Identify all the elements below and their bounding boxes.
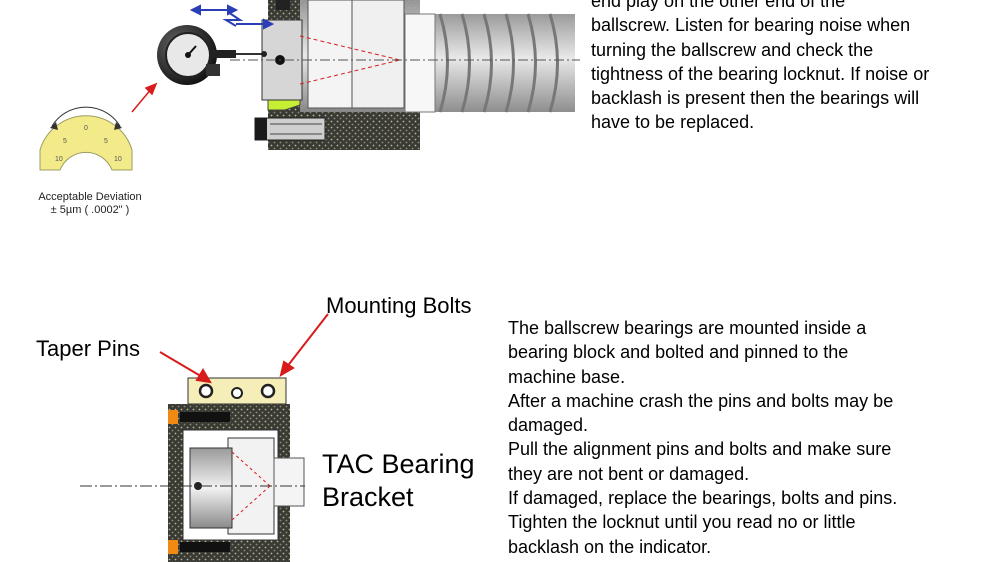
tick-10-left: 10 bbox=[55, 156, 63, 163]
arrow-taper-pins bbox=[159, 351, 212, 384]
bottom-line-2: bearing block and bolted and pinned to t… bbox=[508, 342, 849, 363]
top-line-5: backlash is present then the bearings wi… bbox=[591, 88, 920, 109]
top-line-3: turning the ballscrew and check the bbox=[591, 39, 874, 60]
tick-5-right: 5 bbox=[104, 138, 108, 145]
arrow-mounting-bolts bbox=[279, 313, 329, 378]
label-mounting-bolts: Mounting Bolts bbox=[326, 293, 472, 318]
bottom-line-4: After a machine crash the pins and bolts… bbox=[508, 390, 894, 411]
bottom-bracket-assembly bbox=[80, 377, 305, 562]
orange-bolt-bottom bbox=[168, 540, 178, 554]
top-bearing-assembly bbox=[230, 0, 580, 150]
bottom-line-7: they are not bent or damaged. bbox=[508, 463, 750, 484]
taper-pin-2 bbox=[231, 387, 243, 399]
bottom-description: The ballscrew bearings are mounted insid… bbox=[508, 316, 897, 559]
top-bearing-race bbox=[307, 0, 359, 109]
bottom-line-1: The ballscrew bearings are mounted insid… bbox=[508, 318, 867, 338]
gauge-caption: Acceptable Deviation ± 5µm ( .0002" ) bbox=[22, 191, 158, 217]
label-tac-bracket: TAC Bearing Bracket bbox=[322, 448, 475, 514]
bottom-line-6: Pull the alignment pins and bolts and ma… bbox=[508, 439, 892, 460]
label-tac-line2: Bracket bbox=[322, 482, 414, 512]
bottom-line-5: damaged. bbox=[508, 415, 589, 436]
bottom-line-10: backlash on the indicator. bbox=[508, 536, 712, 557]
mounting-bolt-head bbox=[260, 383, 276, 399]
top-line-2: ballscrew. Listen for bearing noise when bbox=[591, 15, 911, 36]
top-line-6: have to be replaced. bbox=[591, 112, 755, 133]
gauge-caption-line1: Acceptable Deviation bbox=[38, 191, 142, 203]
orange-bolt-top bbox=[168, 410, 178, 424]
tick-5-left: 5 bbox=[63, 138, 67, 145]
gauge-caption-line2: ± 5µm ( .0002" ) bbox=[50, 204, 130, 216]
dial-indicator bbox=[157, 25, 267, 85]
bottom-line-9: Tighten the locknut until you read no or… bbox=[508, 512, 856, 533]
motion-arrows bbox=[189, 4, 275, 30]
top-line-4: tightness of the bearing locknut. If noi… bbox=[591, 63, 930, 84]
tick-10-right: 10 bbox=[114, 156, 122, 163]
top-description: end play on the other end of the ballscr… bbox=[591, 0, 929, 135]
deviation-gauge bbox=[39, 106, 133, 171]
taper-pin-1 bbox=[198, 383, 214, 399]
bracket-shaft bbox=[273, 457, 305, 507]
bottom-line-3: machine base. bbox=[508, 366, 626, 387]
top-line-1: end play on the other end of the bbox=[591, 0, 846, 11]
gauge-tick-labels: 0 5 5 10 10 bbox=[55, 125, 122, 163]
label-tac-line1: TAC Bearing bbox=[322, 449, 475, 479]
label-taper-pins: Taper Pins bbox=[36, 336, 140, 361]
tick-0: 0 bbox=[84, 125, 88, 132]
bottom-line-8: If damaged, replace the bearings, bolts … bbox=[508, 488, 898, 509]
red-arrow-gauge bbox=[131, 82, 158, 113]
